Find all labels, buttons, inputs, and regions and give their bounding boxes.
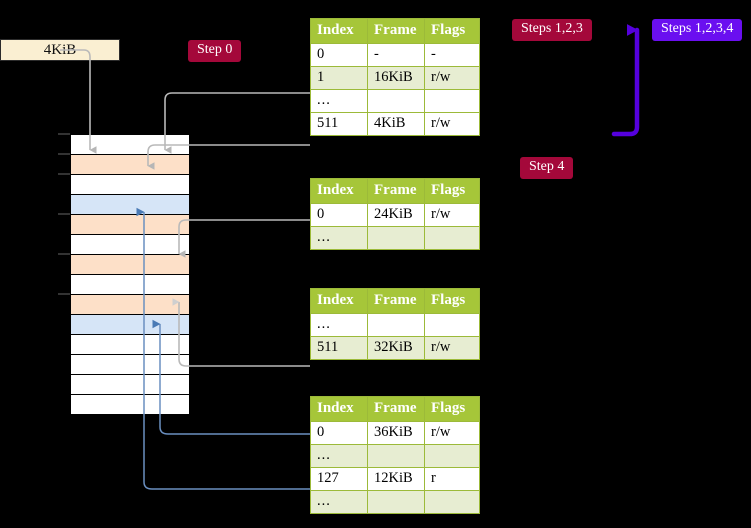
cell-frame: 32KiB [367,336,425,360]
table-row: ... [310,444,480,468]
step4-badge: Step 4 [520,157,574,179]
cell-index: 511 [310,336,368,360]
cell-flags: r/w [424,66,480,90]
memory-frame [70,294,190,315]
kib-frame-label: 4KiB [43,41,77,58]
cell-flags [424,490,480,514]
step0-label: Step 0 [197,42,233,57]
column-header-index: Index [310,178,368,204]
cell-frame: - [367,43,425,67]
cell-frame: 24KiB [367,203,425,227]
memory-left-ticks [58,133,70,295]
memory-frame [70,394,190,415]
cell-frame [367,490,425,514]
step0-badge: Step 0 [188,40,242,62]
memory-frame [70,134,190,155]
memory-frame [70,314,190,335]
memory-frame [70,154,190,175]
column-header-flags: Flags [424,178,480,204]
cell-index: 0 [310,421,368,445]
cell-frame: 16KiB [367,66,425,90]
physical-memory-column [70,134,190,416]
cell-index: 511 [310,112,368,136]
column-header-frame: Frame [367,18,425,44]
cell-flags [424,313,480,337]
column-header-index: Index [310,396,368,422]
cell-frame: 36KiB [367,421,425,445]
connector-pdp-to-frame [178,219,310,258]
cell-flags: - [424,43,480,67]
cell-flags: r [424,467,480,491]
cell-frame: 4KiB [367,112,425,136]
column-header-flags: Flags [424,18,480,44]
cell-index: ... [310,89,368,113]
memory-frame [70,274,190,295]
connector-frame-to-pd [172,298,310,367]
table-row: ... [310,226,480,250]
cell-index: 127 [310,467,368,491]
column-header-flags: Flags [424,396,480,422]
column-header-index: Index [310,18,368,44]
cell-flags: r/w [424,203,480,227]
step4-label: Step 4 [529,159,565,174]
steps123-badge: Steps 1,2,3 [512,19,592,41]
cell-index: ... [310,490,368,514]
table-row: 0-- [310,43,480,67]
cell-index: ... [310,226,368,250]
cell-frame [367,313,425,337]
cell-index: ... [310,444,368,468]
cell-flags: r/w [424,112,480,136]
cell-flags: r/w [424,336,480,360]
cell-flags [424,226,480,250]
table-row: ... [310,490,480,514]
column-header-frame: Frame [367,396,425,422]
cell-frame [367,444,425,468]
steps1234-badge: Steps 1,2,3,4 [652,19,743,41]
memory-frame [70,374,190,395]
cell-index: 0 [310,43,368,67]
steps123-label: Steps 1,2,3 [521,21,583,36]
memory-frame [70,254,190,275]
memory-frame [70,174,190,195]
memory-frame [70,234,190,255]
cell-flags [424,444,480,468]
cell-frame: 12KiB [367,467,425,491]
cell-index: ... [310,313,368,337]
steps1234-label: Steps 1,2,3,4 [661,21,734,36]
cell-index: 1 [310,66,368,90]
cell-index: 0 [310,203,368,227]
cell-frame [367,89,425,113]
column-header-frame: Frame [367,288,425,314]
table-row: ... [310,313,480,337]
steps-1234-arrow [611,24,640,137]
memory-frame [70,214,190,235]
memory-frame [70,334,190,355]
cell-flags [424,89,480,113]
cell-frame [367,226,425,250]
table-row: ... [310,89,480,113]
kib-frame-box: 4KiB [0,39,120,61]
cell-flags: r/w [424,421,480,445]
column-header-index: Index [310,288,368,314]
memory-frame [70,194,190,215]
column-header-frame: Frame [367,178,425,204]
column-header-flags: Flags [424,288,480,314]
memory-frame [70,354,190,375]
